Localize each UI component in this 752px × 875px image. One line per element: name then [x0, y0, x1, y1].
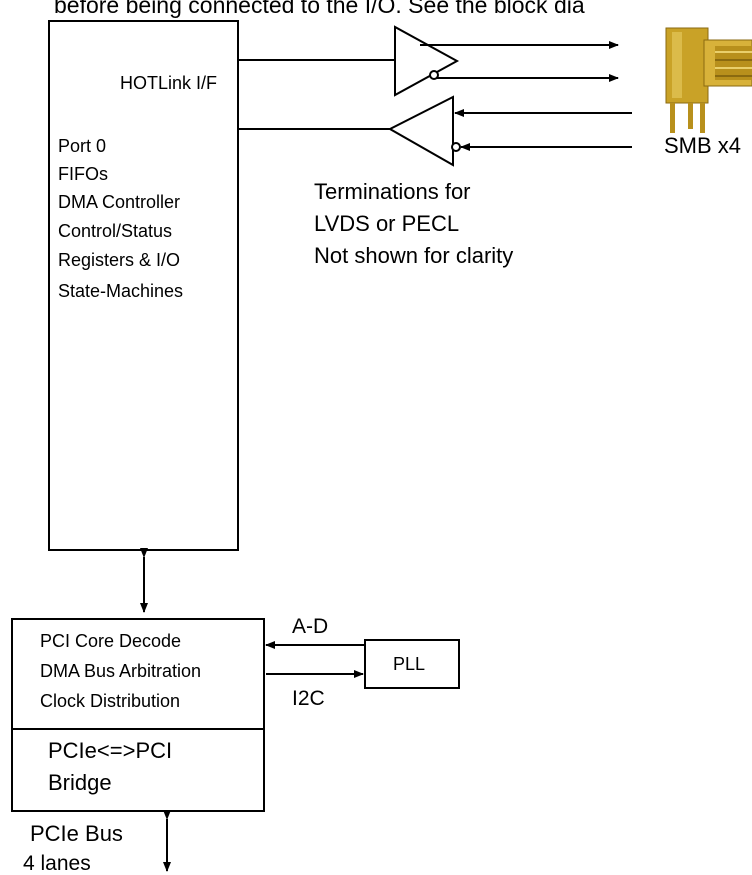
pll-label: PLL [393, 654, 426, 674]
tx-buffer-icon [394, 25, 460, 97]
bridge-block [11, 618, 265, 812]
bridge-item-dma-bus-arbitration: DMA Bus Arbitration [40, 661, 202, 681]
rx-buffer-icon [387, 95, 454, 167]
smb-connector-label: SMB x4 [664, 133, 742, 158]
i2c-label: I2C [292, 687, 325, 710]
fpga-item-dma-controller: DMA Controller [58, 192, 181, 212]
pll-block [364, 639, 460, 689]
terminations-note-line3: Not shown for clarity [314, 243, 514, 268]
bridge-item-clock-distribution: Clock Distribution [40, 691, 181, 711]
hotlink-interface-label: HOTLink I/F [120, 73, 218, 93]
terminations-note-line1: Terminations for [314, 179, 471, 204]
smb-connector-icon [665, 27, 752, 133]
fpga-item-state-machines: State-Machines [58, 281, 184, 301]
bridge-label-line2: Bridge [48, 770, 112, 795]
fpga-item-control-status: Control/Status [58, 221, 173, 241]
fpga-item-fifos: FIFOs [58, 164, 108, 184]
rx-inversion-bubble-icon [451, 142, 461, 152]
pcie-bus-label-line1: PCIe Bus [30, 821, 123, 846]
terminations-note-line2: LVDS or PECL [314, 211, 460, 236]
fpga-item-registers-io: Registers & I/O [58, 250, 181, 270]
bridge-label-line1: PCIe<=>PCI [48, 738, 173, 763]
caption-fragment: before being connected to the I/O. See t… [54, 0, 585, 18]
bridge-item-pci-core-decode: PCI Core Decode [40, 631, 182, 651]
a-d-label: A-D [292, 615, 329, 638]
pcie-bus-label-line2: 4 lanes [23, 852, 91, 875]
tx-inversion-bubble-icon [429, 70, 439, 80]
fpga-item-port0: Port 0 [58, 136, 107, 156]
